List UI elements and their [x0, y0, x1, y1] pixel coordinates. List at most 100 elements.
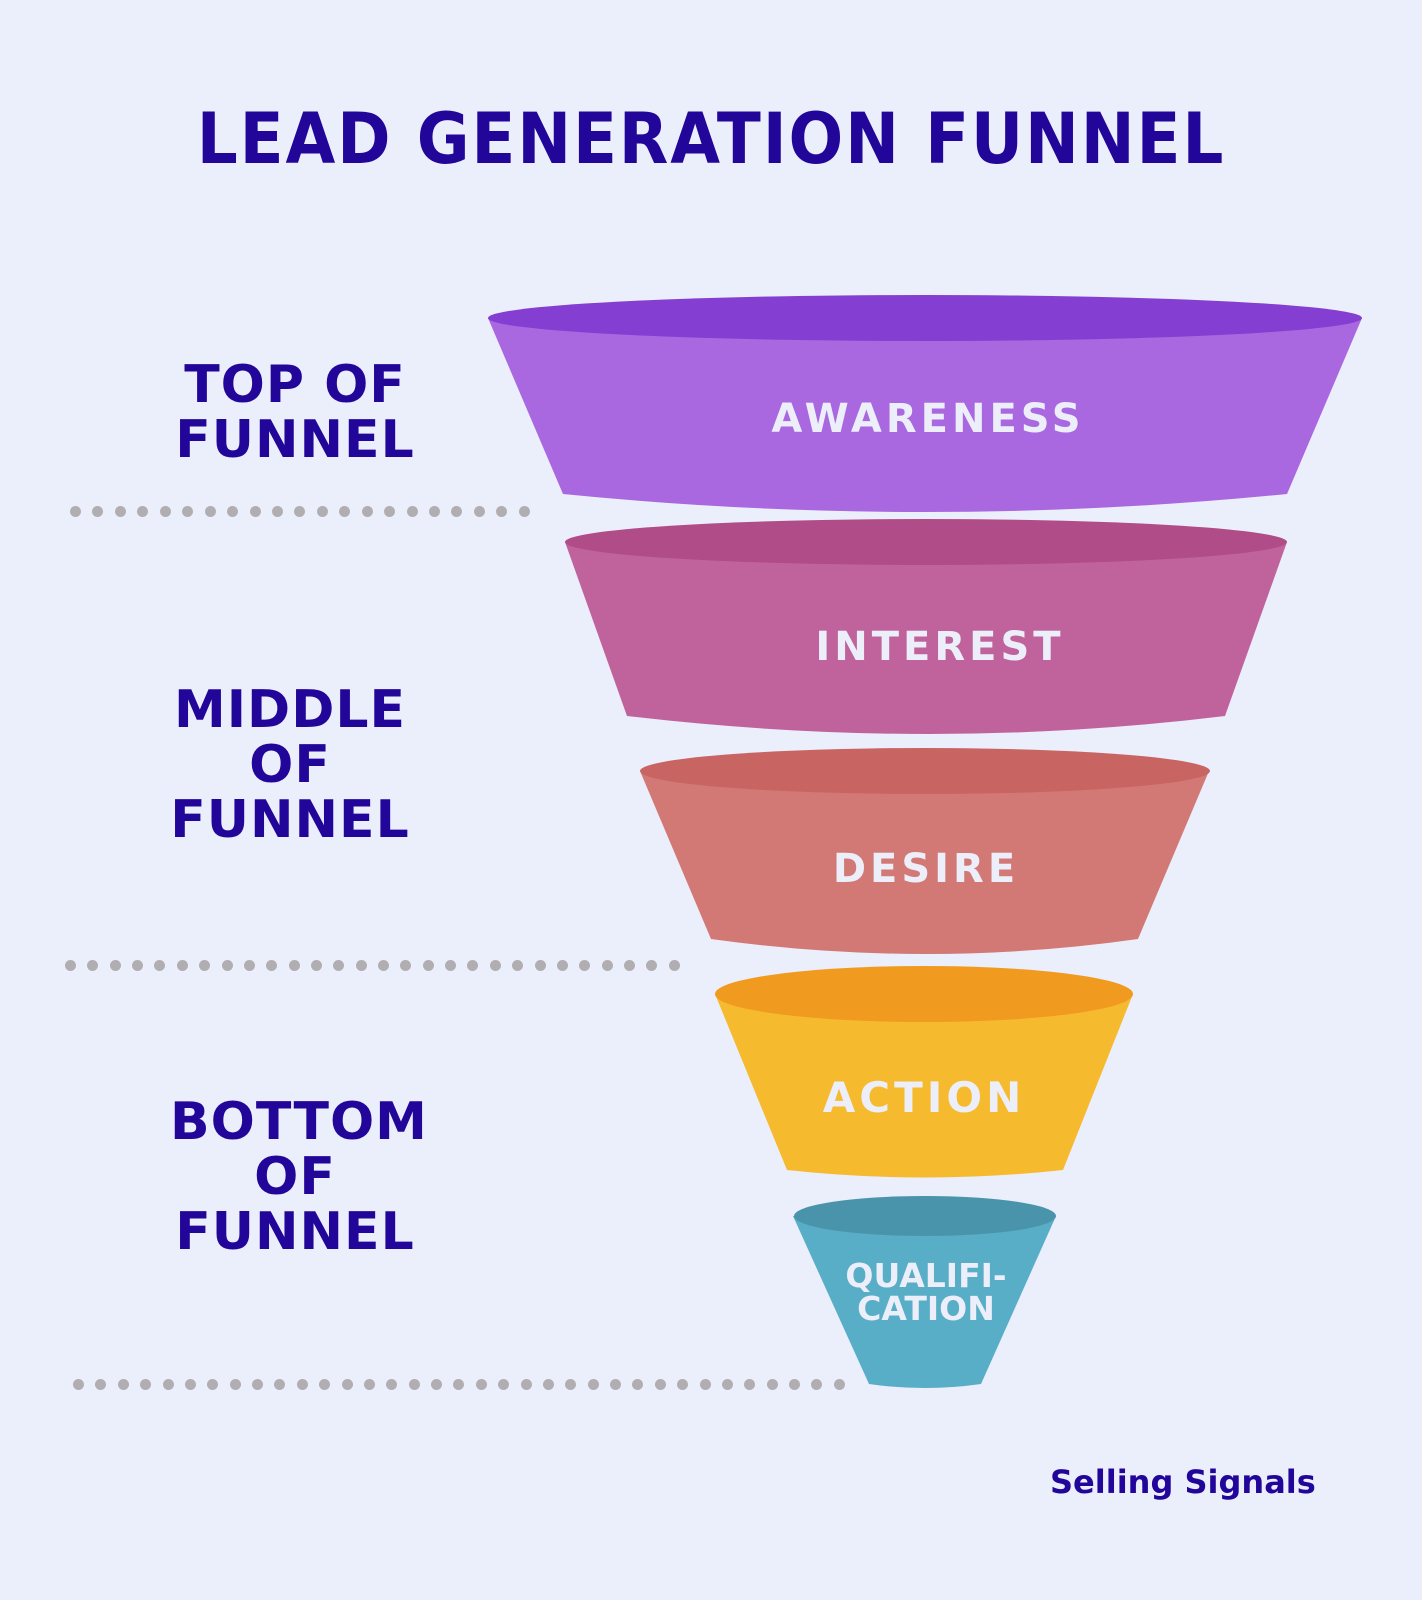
funnel-segment-awareness: AWARENESS	[488, 295, 1362, 512]
segment-body	[565, 542, 1287, 734]
divider-dot	[534, 960, 546, 971]
divider-dot	[811, 1379, 823, 1390]
divider-dot	[489, 960, 501, 971]
stage-label-line: OF	[254, 1147, 336, 1207]
divider-dot	[243, 960, 255, 971]
funnel-segment-action: ACTION	[715, 966, 1133, 1178]
divider-dot	[137, 506, 149, 517]
divider-dot	[92, 506, 104, 517]
divider-dot	[184, 1379, 196, 1390]
stage-label-line: FUNNEL	[170, 790, 410, 850]
segment-label-line-1: QUALIFI-	[845, 1256, 1006, 1295]
segment-rim	[715, 966, 1133, 1022]
divider-dot	[601, 960, 613, 971]
stage-label-line: FUNNEL	[175, 1202, 415, 1262]
segment-rim	[488, 295, 1362, 341]
divider-dot	[274, 1379, 286, 1390]
divider-dot	[159, 506, 171, 517]
divider-dot	[520, 1379, 532, 1390]
stage-label-top: TOP OF FUNNEL	[170, 358, 420, 468]
page-title: LEAD GENERATION FUNNEL	[196, 98, 1226, 180]
segment-body	[640, 771, 1209, 954]
funnel-segment-qualification: QUALIFI- CATION	[793, 1196, 1056, 1388]
divider-dot	[721, 1379, 733, 1390]
segment-body	[715, 994, 1133, 1178]
stage-label-line: FUNNEL	[175, 410, 415, 470]
segment-body	[793, 1216, 1056, 1388]
divider-dot	[565, 1379, 577, 1390]
divider-dot	[632, 1379, 644, 1390]
segment-label: DESIRE	[833, 846, 1019, 892]
divider-dot	[207, 1379, 219, 1390]
divider-dot	[266, 960, 278, 971]
divider-dot	[400, 960, 412, 971]
divider-dot	[361, 506, 373, 517]
stage-label-bottom: BOTTOM OF FUNNEL	[170, 1092, 428, 1262]
segment-rim	[640, 748, 1210, 794]
divider-dot	[789, 1379, 800, 1390]
divider-dot	[467, 960, 479, 971]
segment-body	[488, 318, 1362, 512]
divider-dot	[386, 1379, 398, 1390]
divider-dot	[542, 1379, 554, 1390]
divider-middle-bottom	[65, 960, 680, 974]
divider-dot	[249, 506, 261, 517]
stage-label-line: BOTTOM	[170, 1092, 428, 1152]
divider-dot	[623, 960, 635, 971]
funnel-segment-desire: DESIRE	[640, 748, 1210, 954]
segment-label: AWARENESS	[771, 396, 1084, 442]
divider-dot	[475, 1379, 487, 1390]
divider-dot	[408, 1379, 420, 1390]
segment-rim	[794, 1196, 1056, 1236]
divider-dot	[363, 1379, 375, 1390]
divider-dot	[333, 960, 345, 971]
segment-rim	[565, 519, 1287, 565]
divider-dot	[610, 1379, 621, 1390]
divider-dot	[310, 960, 322, 971]
brand-logo-text: Selling Signals	[1050, 1463, 1316, 1501]
divider-dot	[668, 960, 680, 971]
divider-dot	[579, 960, 591, 971]
divider-dot	[498, 1379, 510, 1390]
divider-dot	[162, 1379, 174, 1390]
segment-label-line-2: CATION	[857, 1289, 995, 1328]
stage-label-line: TOP OF	[184, 355, 406, 415]
divider-dot	[65, 960, 76, 971]
divider-dot	[451, 506, 463, 517]
divider-dot	[646, 960, 658, 971]
divider-dot	[182, 506, 194, 517]
divider-dot	[744, 1379, 756, 1390]
divider-dot	[252, 1379, 263, 1390]
divider-dot	[429, 506, 440, 517]
funnel-segment-interest: INTEREST	[565, 519, 1287, 734]
divider-dot	[140, 1379, 152, 1390]
divider-dot	[512, 960, 524, 971]
divider-dot	[384, 506, 396, 517]
divider-dot	[73, 1379, 84, 1390]
divider-dot	[339, 506, 351, 517]
divider-dot	[496, 506, 508, 517]
divider-dot	[154, 960, 166, 971]
divider-dot	[833, 1379, 845, 1390]
divider-dot	[227, 506, 239, 517]
divider-dot	[341, 1379, 353, 1390]
divider-dot	[518, 506, 530, 517]
divider-dot	[699, 1379, 711, 1390]
divider-dot	[445, 960, 457, 971]
divider-dot	[87, 960, 99, 971]
divider-dot	[296, 1379, 308, 1390]
divider-dot	[288, 960, 300, 971]
divider-dot	[204, 506, 216, 517]
stage-label-line: OF	[249, 735, 331, 795]
divider-dot	[378, 960, 390, 971]
divider-dot	[294, 506, 306, 517]
divider-dot	[766, 1379, 778, 1390]
divider-dot	[70, 506, 81, 517]
divider-top-middle	[70, 506, 530, 520]
divider-dot	[114, 506, 126, 517]
divider-dot	[556, 960, 568, 971]
divider-dot	[431, 1379, 442, 1390]
divider-dot	[117, 1379, 129, 1390]
divider-dot	[355, 960, 367, 971]
